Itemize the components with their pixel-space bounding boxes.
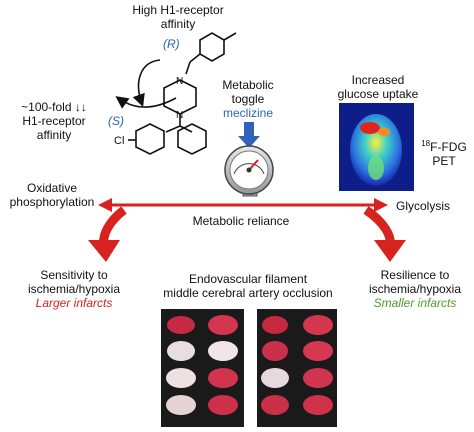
smaller-infarcts-label: Smaller infarcts [373,296,457,310]
right-outcome-label: Resilience to ischemia/hypoxia Smaller i… [358,268,472,310]
larger-infarcts-label: Larger infarcts [35,296,113,310]
s-enantiomer-label: (S) [108,114,124,128]
pet-line1: Increased [351,73,405,87]
high-affinity-line1: High H1-receptor [132,3,224,17]
brain-panel-left [161,309,244,427]
toggle-down-arrow [238,122,260,148]
fdg-pet-label: 18F-FDG PET [416,137,472,168]
gauge-icon [224,145,274,197]
fdg-line1: 18F-FDG [416,137,472,154]
fold-line1: ~100-fold ↓↓ [21,100,87,114]
toggle-line2: toggle [231,92,265,106]
metabolic-axis-arrow [98,198,388,212]
mcao-line2: middle cerebral artery occlusion [163,286,333,300]
fdg-superscript: 18 [421,139,431,148]
left-outcome-label: Sensitivity to ischemia/hypoxia Larger i… [16,268,132,310]
high-affinity-line2: affinity [160,17,196,31]
fold-line2: H1-receptor [22,114,86,128]
brain-panel-right [257,309,337,427]
meclizine-label: meclizine [222,106,273,120]
metabolic-reliance-label: Metabolic reliance [192,214,290,228]
n-atom-bottom: N [176,110,183,121]
metabolic-toggle-label: Metabolic toggle meclizine [205,78,291,120]
right-outcome-line2: ischemia/hypoxia [368,282,462,296]
n-atom-top: N [176,76,183,87]
fold-affinity-label: ~100-fold ↓↓ H1-receptor affinity [6,100,102,142]
chloro-label: Cl [114,135,125,147]
high-affinity-label: High H1-receptor affinity [118,3,238,31]
r-curved-arrow [132,59,161,108]
mcao-line1: Endovascular filament [188,272,308,286]
left-outcome-arrow [88,206,127,262]
right-outcome-line1: Resilience to [380,268,450,282]
glycolysis-label: Glycolysis [396,199,451,213]
fdg-line2: PET [432,154,456,168]
oxphos-label: Oxidative phosphorylation [0,181,104,209]
meclizine-structure [128,32,237,155]
glucose-uptake-label: Increased glucose uptake [324,73,432,101]
mcao-label: Endovascular filament middle cerebral ar… [146,272,350,300]
fdg-tracer: F-FDG [430,140,467,154]
fold-line3: affinity [36,128,72,142]
oxphos-line2: phosphorylation [9,195,95,209]
pet-scan-image [339,103,414,191]
r-enantiomer-label: (R) [163,37,180,51]
toggle-line1: Metabolic [222,78,274,92]
right-outcome-arrow [363,206,406,262]
pet-line2: glucose uptake [337,87,419,101]
s-curved-arrow [115,96,177,109]
oxphos-line1: Oxidative [26,181,78,195]
left-outcome-line2: ischemia/hypoxia [27,282,121,296]
left-outcome-line1: Sensitivity to [40,268,108,282]
